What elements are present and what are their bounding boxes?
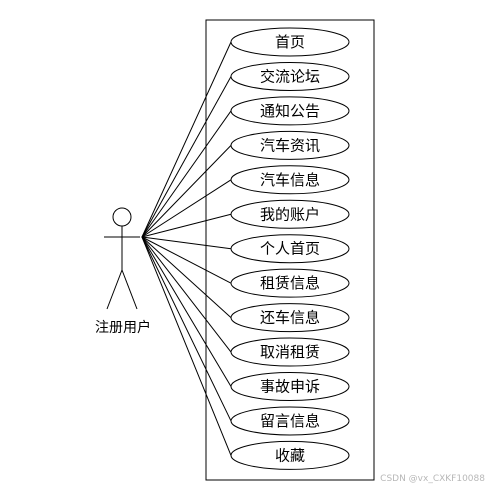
association-line [141,236,232,318]
use-case-label: 个人首页 [260,240,320,258]
actor: 注册用户 [95,207,151,336]
use-case-ellipse [230,199,350,229]
actor-head [112,207,132,227]
use-case-ellipse [230,268,350,298]
use-case: 还车信息 [230,303,350,333]
association-line [141,236,232,387]
association-lines [141,41,232,456]
use-case-label: 租赁信息 [260,274,320,292]
use-case-label: 交流论坛 [260,67,320,85]
use-case-ellipse [230,27,350,57]
use-case-ellipse [230,303,350,333]
use-case: 留言信息 [230,406,350,436]
association-line [141,145,232,238]
use-case: 收藏 [230,440,350,470]
association-line [141,236,232,353]
use-case-label: 还车信息 [260,309,320,327]
use-case-ellipse [230,165,350,195]
use-case-label: 留言信息 [260,412,320,430]
use-case: 个人首页 [230,234,350,264]
use-case: 我的账户 [230,199,350,229]
actor-label: 注册用户 [95,319,151,336]
use-case-label: 我的账户 [260,205,320,223]
use-case: 汽车信息 [230,165,350,195]
association-line [141,236,232,284]
use-case-label: 汽车信息 [260,171,320,189]
use-case-label: 取消租赁 [260,343,320,361]
use-case-label: 汽车资讯 [260,136,320,154]
use-case-ellipse [230,406,350,436]
use-case: 交流论坛 [230,61,350,91]
use-case-label: 通知公告 [260,102,320,120]
association-line [141,236,232,422]
use-case: 首页 [230,27,350,57]
use-case-ellipse [230,96,350,126]
actor-right-leg [121,269,138,310]
association-line [141,110,232,238]
use-case-ellipse [230,337,350,367]
association-line [141,179,232,238]
use-case: 汽车资讯 [230,130,350,160]
use-case-label: 事故申诉 [260,378,320,396]
association-line [141,236,232,456]
use-case-list: 首页交流论坛通知公告汽车资讯汽车信息我的账户个人首页租赁信息还车信息取消租赁事故… [230,27,350,470]
use-case: 取消租赁 [230,337,350,367]
use-case-ellipse [230,61,350,91]
actor-left-leg [106,269,123,310]
association-line [141,236,232,250]
use-case: 事故申诉 [230,372,350,401]
use-case-label: 首页 [275,33,305,51]
use-case-ellipse [230,234,350,264]
association-line [141,213,232,238]
use-case-ellipse [230,130,350,160]
use-case-ellipse [230,440,350,470]
watermark: CSDN @vx_CXKF10088 [380,474,485,484]
system-boundary [205,19,375,481]
association-line [141,76,232,238]
use-case-label: 收藏 [275,446,305,464]
association-line [141,41,232,238]
use-case: 通知公告 [230,96,350,126]
use-case-ellipse [230,372,350,401]
use-case: 租赁信息 [230,268,350,298]
